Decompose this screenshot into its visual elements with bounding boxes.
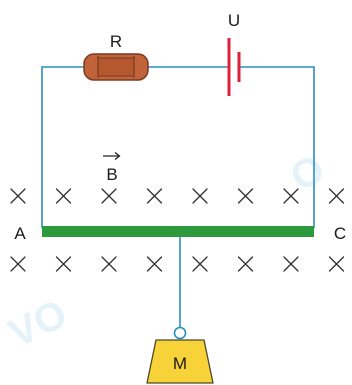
resistor	[83, 53, 149, 81]
field-cross	[237, 256, 254, 272]
field-label: B	[106, 165, 117, 184]
field-cross	[55, 188, 72, 204]
field-cross	[192, 256, 208, 272]
field-cross	[10, 256, 26, 272]
right-wire	[239, 66, 315, 228]
field-cross	[283, 188, 299, 204]
circuit-wires	[41, 66, 315, 327]
svg-text:VO: VO	[2, 292, 73, 356]
field-cross	[328, 256, 345, 272]
field-vector-label: B	[103, 152, 121, 184]
field-cross	[328, 188, 345, 204]
end-label-c: C	[334, 224, 346, 243]
conducting-rod	[42, 226, 314, 237]
mass-label: M	[173, 354, 187, 373]
field-cross	[101, 188, 117, 204]
hook-ring	[173, 326, 187, 340]
hanging-mass	[146, 339, 214, 384]
field-cross	[146, 256, 163, 272]
watermark: O VO	[2, 146, 331, 355]
field-cross	[192, 188, 208, 204]
field-cross	[237, 188, 254, 204]
battery-label: U	[228, 11, 240, 30]
resistor-label: R	[110, 32, 122, 51]
magnetic-field-crosses	[10, 188, 345, 272]
field-cross	[55, 256, 72, 272]
svg-text:O: O	[284, 146, 332, 199]
battery	[227, 38, 241, 96]
field-cross	[283, 256, 299, 272]
field-cross	[10, 188, 26, 204]
field-cross	[146, 188, 163, 204]
end-label-a: A	[14, 224, 26, 243]
left-wire	[41, 66, 85, 228]
field-cross	[101, 256, 117, 272]
